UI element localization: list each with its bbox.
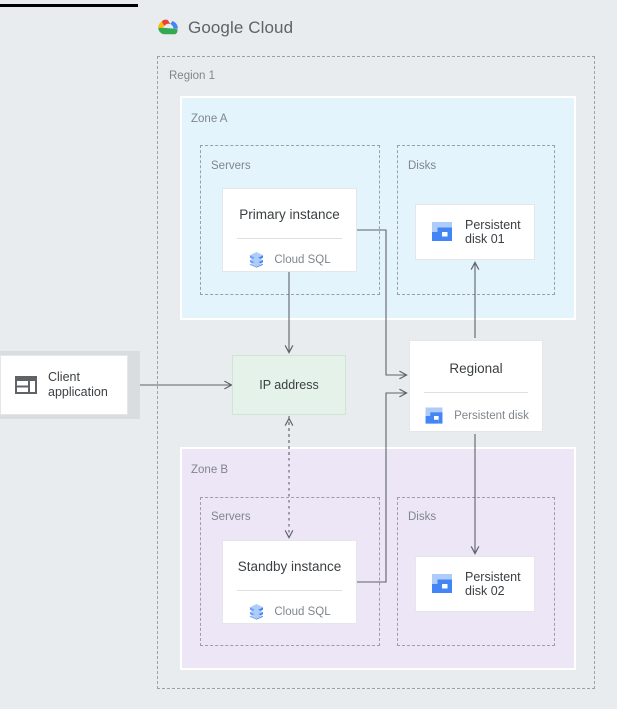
- region-label: Region 1: [169, 70, 216, 82]
- card-divider: [237, 590, 342, 591]
- standby-instance-product: Cloud SQL: [223, 603, 356, 620]
- regional-disk-product: Persistent disk: [410, 405, 542, 427]
- disk-label-line2: disk 02: [465, 584, 505, 598]
- ip-address-label: IP address: [259, 378, 319, 392]
- standby-instance-card[interactable]: Standby instance Cloud SQL: [222, 540, 357, 624]
- client-window-icon: [15, 376, 37, 394]
- disks-group-zone-b-label: Disks: [408, 511, 437, 523]
- persistent-disk-icon: [429, 219, 455, 245]
- standby-instance-product-label: Cloud SQL: [274, 605, 331, 618]
- client-label-line1: Client: [48, 370, 80, 384]
- persistent-disk-icon: [429, 571, 455, 597]
- card-divider: [424, 392, 528, 393]
- disks-group-zone-b: [397, 497, 555, 646]
- google-cloud-logo: Google Cloud: [155, 16, 293, 40]
- primary-instance-product-label: Cloud SQL: [274, 253, 331, 266]
- brand-cloud: Cloud: [248, 18, 294, 37]
- servers-group-zone-b: [200, 497, 380, 646]
- disk-label-line2: disk 01: [465, 232, 505, 246]
- cloud-sql-icon: [248, 251, 265, 268]
- disk-label-line1: Persistent: [465, 218, 521, 232]
- servers-group-zone-b-label: Servers: [211, 511, 251, 523]
- primary-instance-product: Cloud SQL: [223, 251, 356, 268]
- regional-disk-title: Regional: [449, 361, 503, 376]
- standby-instance-title: Standby instance: [237, 559, 342, 574]
- top-edge-bar: [0, 4, 138, 7]
- zone-b-label: Zone B: [191, 464, 229, 476]
- primary-instance-title: Primary instance: [239, 207, 340, 222]
- google-cloud-wordmark: Google Cloud: [188, 18, 293, 38]
- ip-address-node[interactable]: IP address: [232, 355, 346, 415]
- disk-label-line1: Persistent: [465, 570, 521, 584]
- wire-standby-to-regional: [357, 388, 408, 583]
- servers-group-zone-a-label: Servers: [211, 160, 251, 172]
- zone-a-label: Zone A: [191, 113, 228, 125]
- persistent-disk-icon: [423, 405, 445, 427]
- regional-disk-card[interactable]: Regional Persistent disk: [409, 340, 543, 432]
- google-cloud-logo-icon: [155, 18, 180, 39]
- cloud-sql-icon: [248, 603, 265, 620]
- primary-instance-card[interactable]: Primary instance Cloud SQL: [222, 188, 357, 272]
- servers-group-zone-a: [200, 145, 380, 295]
- disks-group-zone-a: [397, 145, 555, 295]
- wire-primary-to-regional: [357, 229, 408, 380]
- card-divider: [237, 238, 342, 239]
- client-label-line2: application: [48, 385, 108, 399]
- brand-google: Google: [188, 18, 244, 37]
- regional-disk-product-label: Persistent disk: [454, 410, 529, 422]
- disks-group-zone-a-label: Disks: [408, 160, 437, 172]
